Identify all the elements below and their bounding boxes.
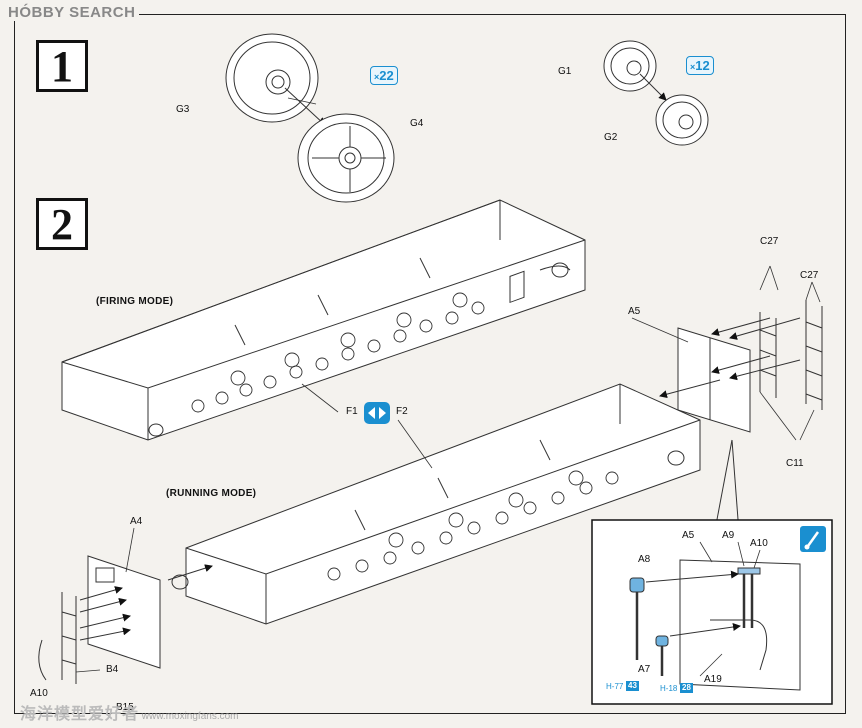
- ladder-c11-b: [805, 300, 823, 410]
- label-c27-a: C27: [760, 236, 779, 247]
- wheel-g3: [225, 33, 319, 123]
- suspension-row-running: [327, 470, 619, 581]
- lower-hull-firing: [61, 199, 586, 441]
- quantity-badge-12: ×12: [686, 56, 714, 75]
- lower-hull-running: [171, 383, 701, 625]
- ladder-b4: [61, 592, 77, 684]
- cement-tool-icon: [800, 526, 826, 552]
- wheel-g2: [655, 94, 709, 146]
- rear-plate-a4: [87, 555, 161, 669]
- ladder-c11-a: [759, 312, 777, 398]
- wheel-g1: [603, 40, 657, 92]
- label-c27-b: C27: [800, 270, 819, 281]
- label-c11: C11: [786, 458, 804, 469]
- label-inset-a10: A10: [750, 538, 768, 549]
- label-g3: G3: [176, 104, 190, 115]
- label-f1: F1: [346, 406, 358, 417]
- label-a5: A5: [628, 306, 641, 317]
- watermark: 海洋模型爱好者 www.moxingfans.com: [20, 706, 239, 723]
- label-inset-a8: A8: [638, 554, 651, 565]
- paint-ref-2-prefix: H-18: [660, 684, 678, 693]
- label-a10-left: A10: [30, 688, 48, 699]
- label-running-mode: (RUNNING MODE): [166, 488, 257, 499]
- paint-ref-1-code: 43: [626, 681, 639, 691]
- label-inset-a19: A19: [704, 674, 722, 685]
- label-g2: G2: [604, 132, 618, 143]
- sheet-border: [14, 14, 846, 714]
- label-g1: G1: [558, 66, 572, 77]
- suspension-row-firing: [191, 292, 485, 413]
- label-inset-a5: A5: [682, 530, 695, 541]
- label-inset-a9: A9: [722, 530, 735, 541]
- wheel-g4: [297, 113, 395, 203]
- label-firing-mode: (FIRING MODE): [96, 296, 174, 307]
- step-number-2: 2: [36, 198, 88, 250]
- rear-plate-a5: [677, 327, 751, 433]
- quantity-badge-22: ×22: [370, 66, 398, 85]
- label-f2: F2: [396, 406, 408, 417]
- label-b4: B4: [106, 664, 119, 675]
- paint-ref-1-prefix: H-77: [606, 682, 624, 691]
- site-logo: HÓBBY SEARCH: [4, 4, 140, 21]
- label-b15: B15: [116, 702, 134, 713]
- left-right-symbol-icon: [364, 402, 390, 424]
- paint-ref-2-code: 28: [680, 683, 693, 693]
- label-g4: G4: [410, 118, 424, 129]
- step-number-1: 1: [36, 40, 88, 92]
- detail-inset: [591, 519, 833, 705]
- label-inset-a7: A7: [638, 664, 651, 675]
- label-a4: A4: [130, 516, 143, 527]
